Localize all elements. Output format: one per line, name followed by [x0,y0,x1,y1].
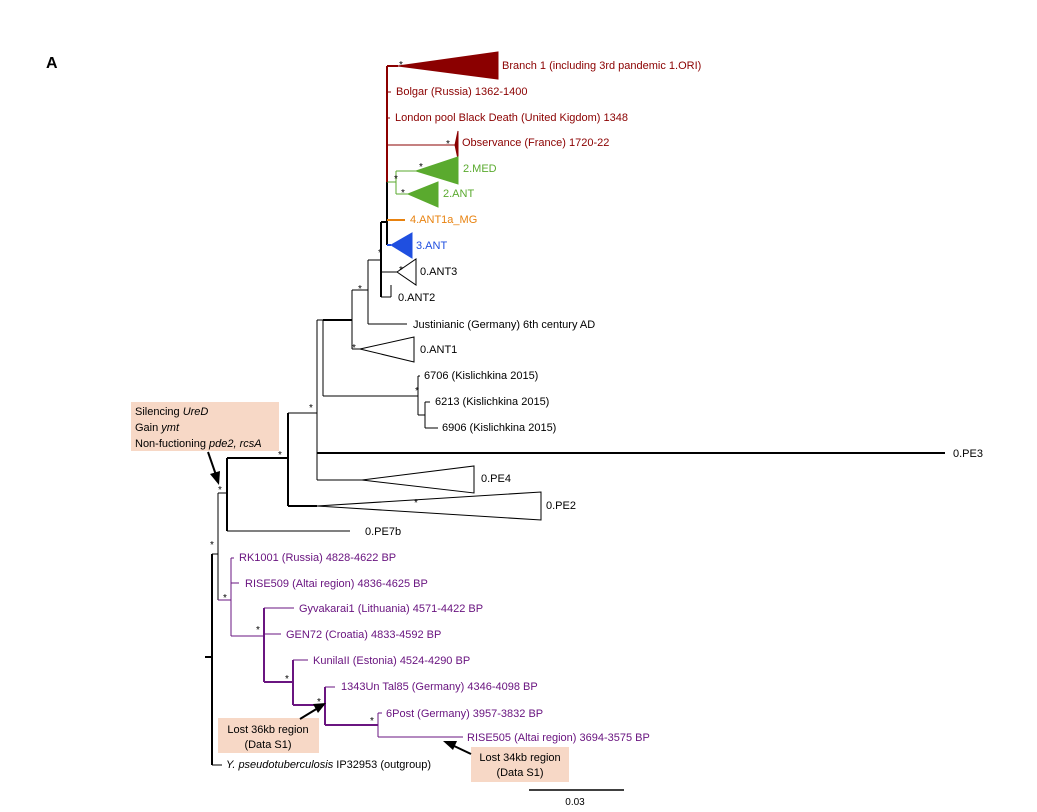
leaf-6post: 6Post (Germany) 3957-3832 BP [386,708,543,720]
support-asterisk: * [378,248,382,259]
leaf-justinianic: Justinianic (Germany) 6th century AD [413,319,595,331]
support-asterisk: * [278,450,282,461]
annotation-lost-34kb: Lost 34kb region (Data S1) [471,747,569,782]
leaf-gyvakarai: Gyvakarai1 (Lithuania) 4571-4422 BP [299,603,483,615]
annotation-box [471,747,569,782]
leaf-2med: 2.MED [463,163,497,175]
clade-observance [454,130,459,160]
leaf-6906: 6906 (Kislichkina 2015) [442,422,556,434]
leaf-0pe4: 0.PE4 [481,473,511,485]
clade-0ant3 [396,258,417,286]
annotation-box [218,718,319,753]
support-asterisk: * [414,498,418,509]
support-markers: * * * * * * * * * * * * * * * * * * * * [210,60,450,727]
leaf-3ant: 3.ANT [416,240,447,252]
support-asterisk: * [394,174,398,185]
support-asterisk: * [256,625,260,636]
annotation-lost-36kb: Lost 36kb region (Data S1) [218,718,319,753]
leaf-0ant1: 0.ANT1 [420,344,457,356]
leaf-6706: 6706 (Kislichkina 2015) [424,370,538,382]
support-asterisk: * [399,60,403,71]
support-asterisk: * [285,674,289,685]
annotation-lost36-line2: (Data S1) [244,739,291,751]
collapsed-clades [316,51,542,521]
leaf-labels: Branch 1 (including 3rd pandemic 1.ORI) … [226,60,983,771]
arrow-head [210,471,220,485]
annotation-gain: Gain ymt [135,422,180,434]
scale-bar-label: 0.03 [565,797,585,808]
annotation-box [131,402,279,451]
support-asterisk: * [317,697,321,708]
support-asterisk: * [370,716,374,727]
support-asterisk: * [210,540,214,551]
outgroup-species: Y. pseudotuberculosis [226,759,334,771]
support-asterisk: * [399,265,403,276]
clade-2med [414,156,459,185]
support-asterisk: * [309,403,313,414]
annotation-arrows [207,451,472,755]
arrow-line [299,707,319,720]
leaf-rk1001: RK1001 (Russia) 4828-4622 BP [239,552,396,564]
clade-2ant [406,181,439,208]
leaf-kunila: KunilaII (Estonia) 4524-4290 BP [313,655,470,667]
leaf-0pe2: 0.PE2 [546,500,576,512]
clade-branch1 [397,51,499,80]
support-asterisk: * [415,386,419,397]
leaf-rise505: RISE505 (Altai region) 3694-3575 BP [467,732,650,744]
clade-0pe2 [316,491,542,521]
leaf-branch1: Branch 1 (including 3rd pandemic 1.ORI) [502,60,701,72]
support-asterisk: * [358,284,362,295]
leaf-london: London pool Black Death (United Kigdom) … [395,112,628,124]
leaf-outgroup: Y. pseudotuberculosis IP32953 (outgroup) [226,759,431,771]
scale-bar: 0.03 [529,789,624,808]
annotation-nonfunctioning: Non-fuctioning pde2, rcsA [135,438,262,450]
arrow-line [207,451,217,476]
outgroup-strain: IP32953 (outgroup) [333,759,431,771]
leaf-rise509: RISE509 (Altai region) 4836-4625 BP [245,578,428,590]
support-asterisk: * [352,343,356,354]
support-asterisk: * [218,485,222,496]
leaf-6213: 6213 (Kislichkina 2015) [435,396,549,408]
annotation-silencing: Silencing UreD [135,406,208,418]
leaf-observance: Observance (France) 1720-22 [462,137,609,149]
leaf-bolgar: Bolgar (Russia) 1362-1400 [396,86,527,98]
clade-0ant1 [359,336,415,363]
support-asterisk: * [223,593,227,604]
leaf-1343un: 1343Un Tal85 (Germany) 4346-4098 BP [341,681,538,693]
support-asterisk: * [401,188,405,199]
leaf-0ant3: 0.ANT3 [420,266,457,278]
annotation-lost36-line1: Lost 36kb region [227,724,308,736]
tree-branches [205,65,945,766]
support-asterisk: * [419,162,423,173]
annotation-lost34-line2: (Data S1) [496,767,543,779]
leaf-2ant: 2.ANT [443,188,474,200]
clade-0pe4 [361,465,475,494]
leaf-gen72: GEN72 (Croatia) 4833-4592 BP [286,629,441,641]
leaf-4ant1a: 4.ANT1a_MG [410,214,477,226]
annotation-gene-events: Silencing UreD Gain ymt Non-fuctioning p… [131,402,279,451]
leaf-0ant2: 0.ANT2 [398,292,435,304]
arrow-head [313,703,326,713]
clade-3ant [390,232,413,259]
arrow-head [443,741,457,750]
support-asterisk: * [446,139,450,150]
annotation-lost34-line1: Lost 34kb region [479,752,560,764]
leaf-0pe3: 0.PE3 [953,448,983,460]
leaf-0pe7b: 0.PE7b [365,526,401,538]
arrow-line [451,744,472,755]
panel-label: A [46,55,58,72]
